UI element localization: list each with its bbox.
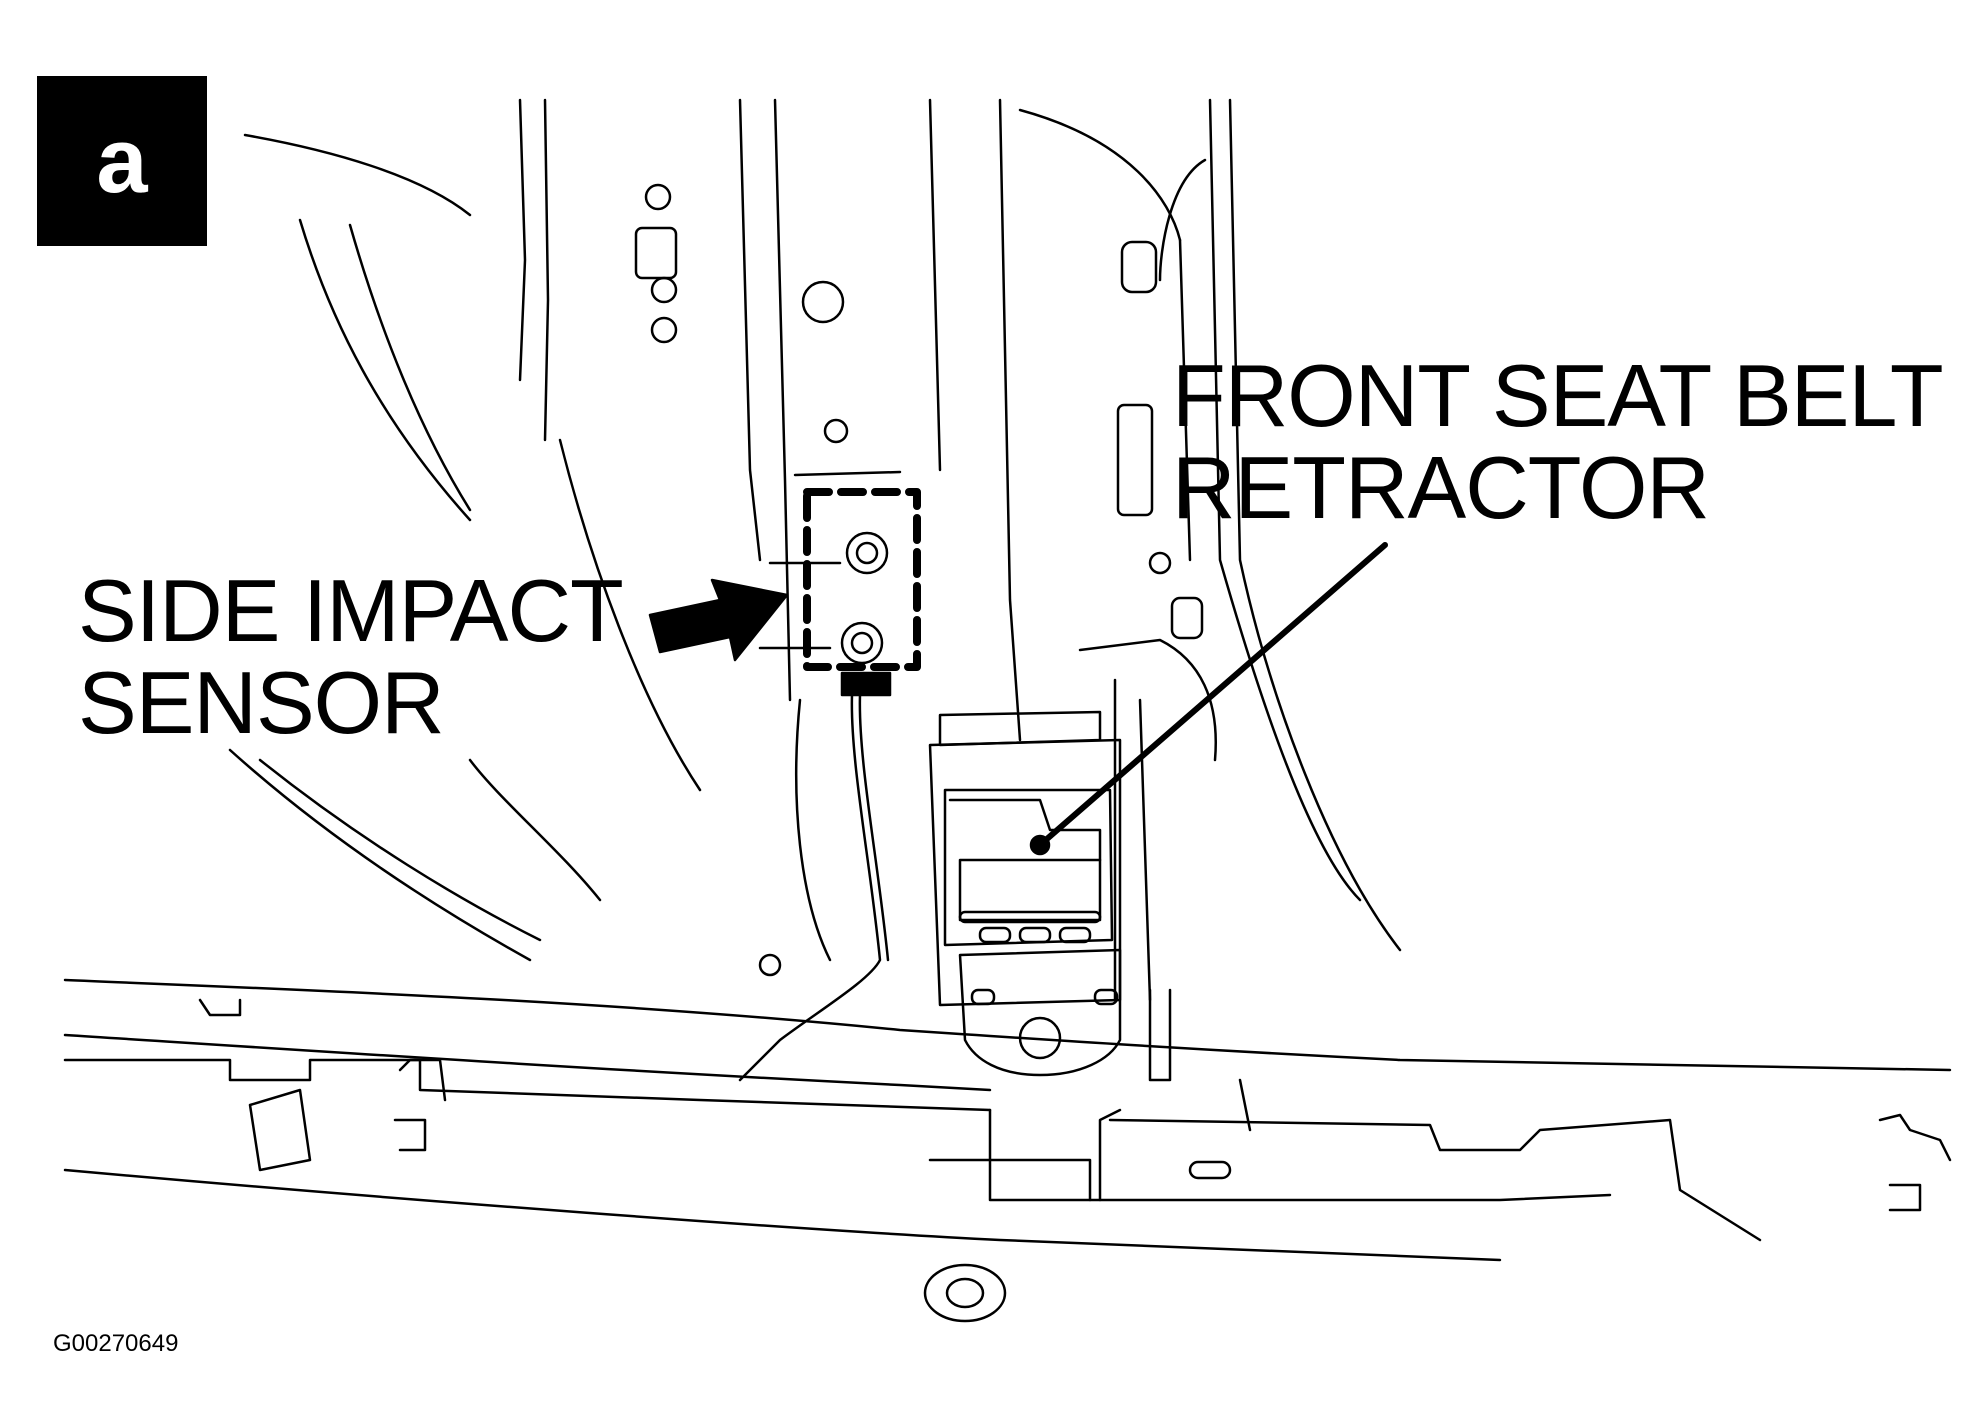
side-impact-sensor-label-line2: SENSOR (78, 653, 445, 752)
side-impact-sensor (758, 488, 921, 697)
side-impact-sensor-label-line1: SIDE IMPACT (78, 561, 624, 660)
sill-outline (63, 978, 1952, 1262)
sensor-callout-arrow (648, 578, 789, 662)
front-seat-belt-retractor-label-line2: RETRACTOR (1172, 438, 1710, 537)
figure-code: G00270649 (53, 1330, 179, 1357)
retractor-leader-line (1029, 542, 1388, 856)
inner-panel-outline (228, 98, 702, 962)
sensor-wire (738, 693, 890, 1082)
front-seat-belt-retractor-label-line1: FRONT SEAT BELT (1172, 346, 1944, 445)
pillar-holes (634, 183, 1204, 977)
panel-label: a (37, 76, 207, 246)
b-pillar-outline (738, 98, 1402, 952)
side-impact-sensor-label: SIDE IMPACT SENSOR (78, 561, 624, 752)
front-seat-belt-retractor-label: FRONT SEAT BELT RETRACTOR (1172, 346, 1944, 537)
seat-belt-retractor (928, 638, 1217, 1082)
floor-drain-hole (923, 1263, 1007, 1323)
